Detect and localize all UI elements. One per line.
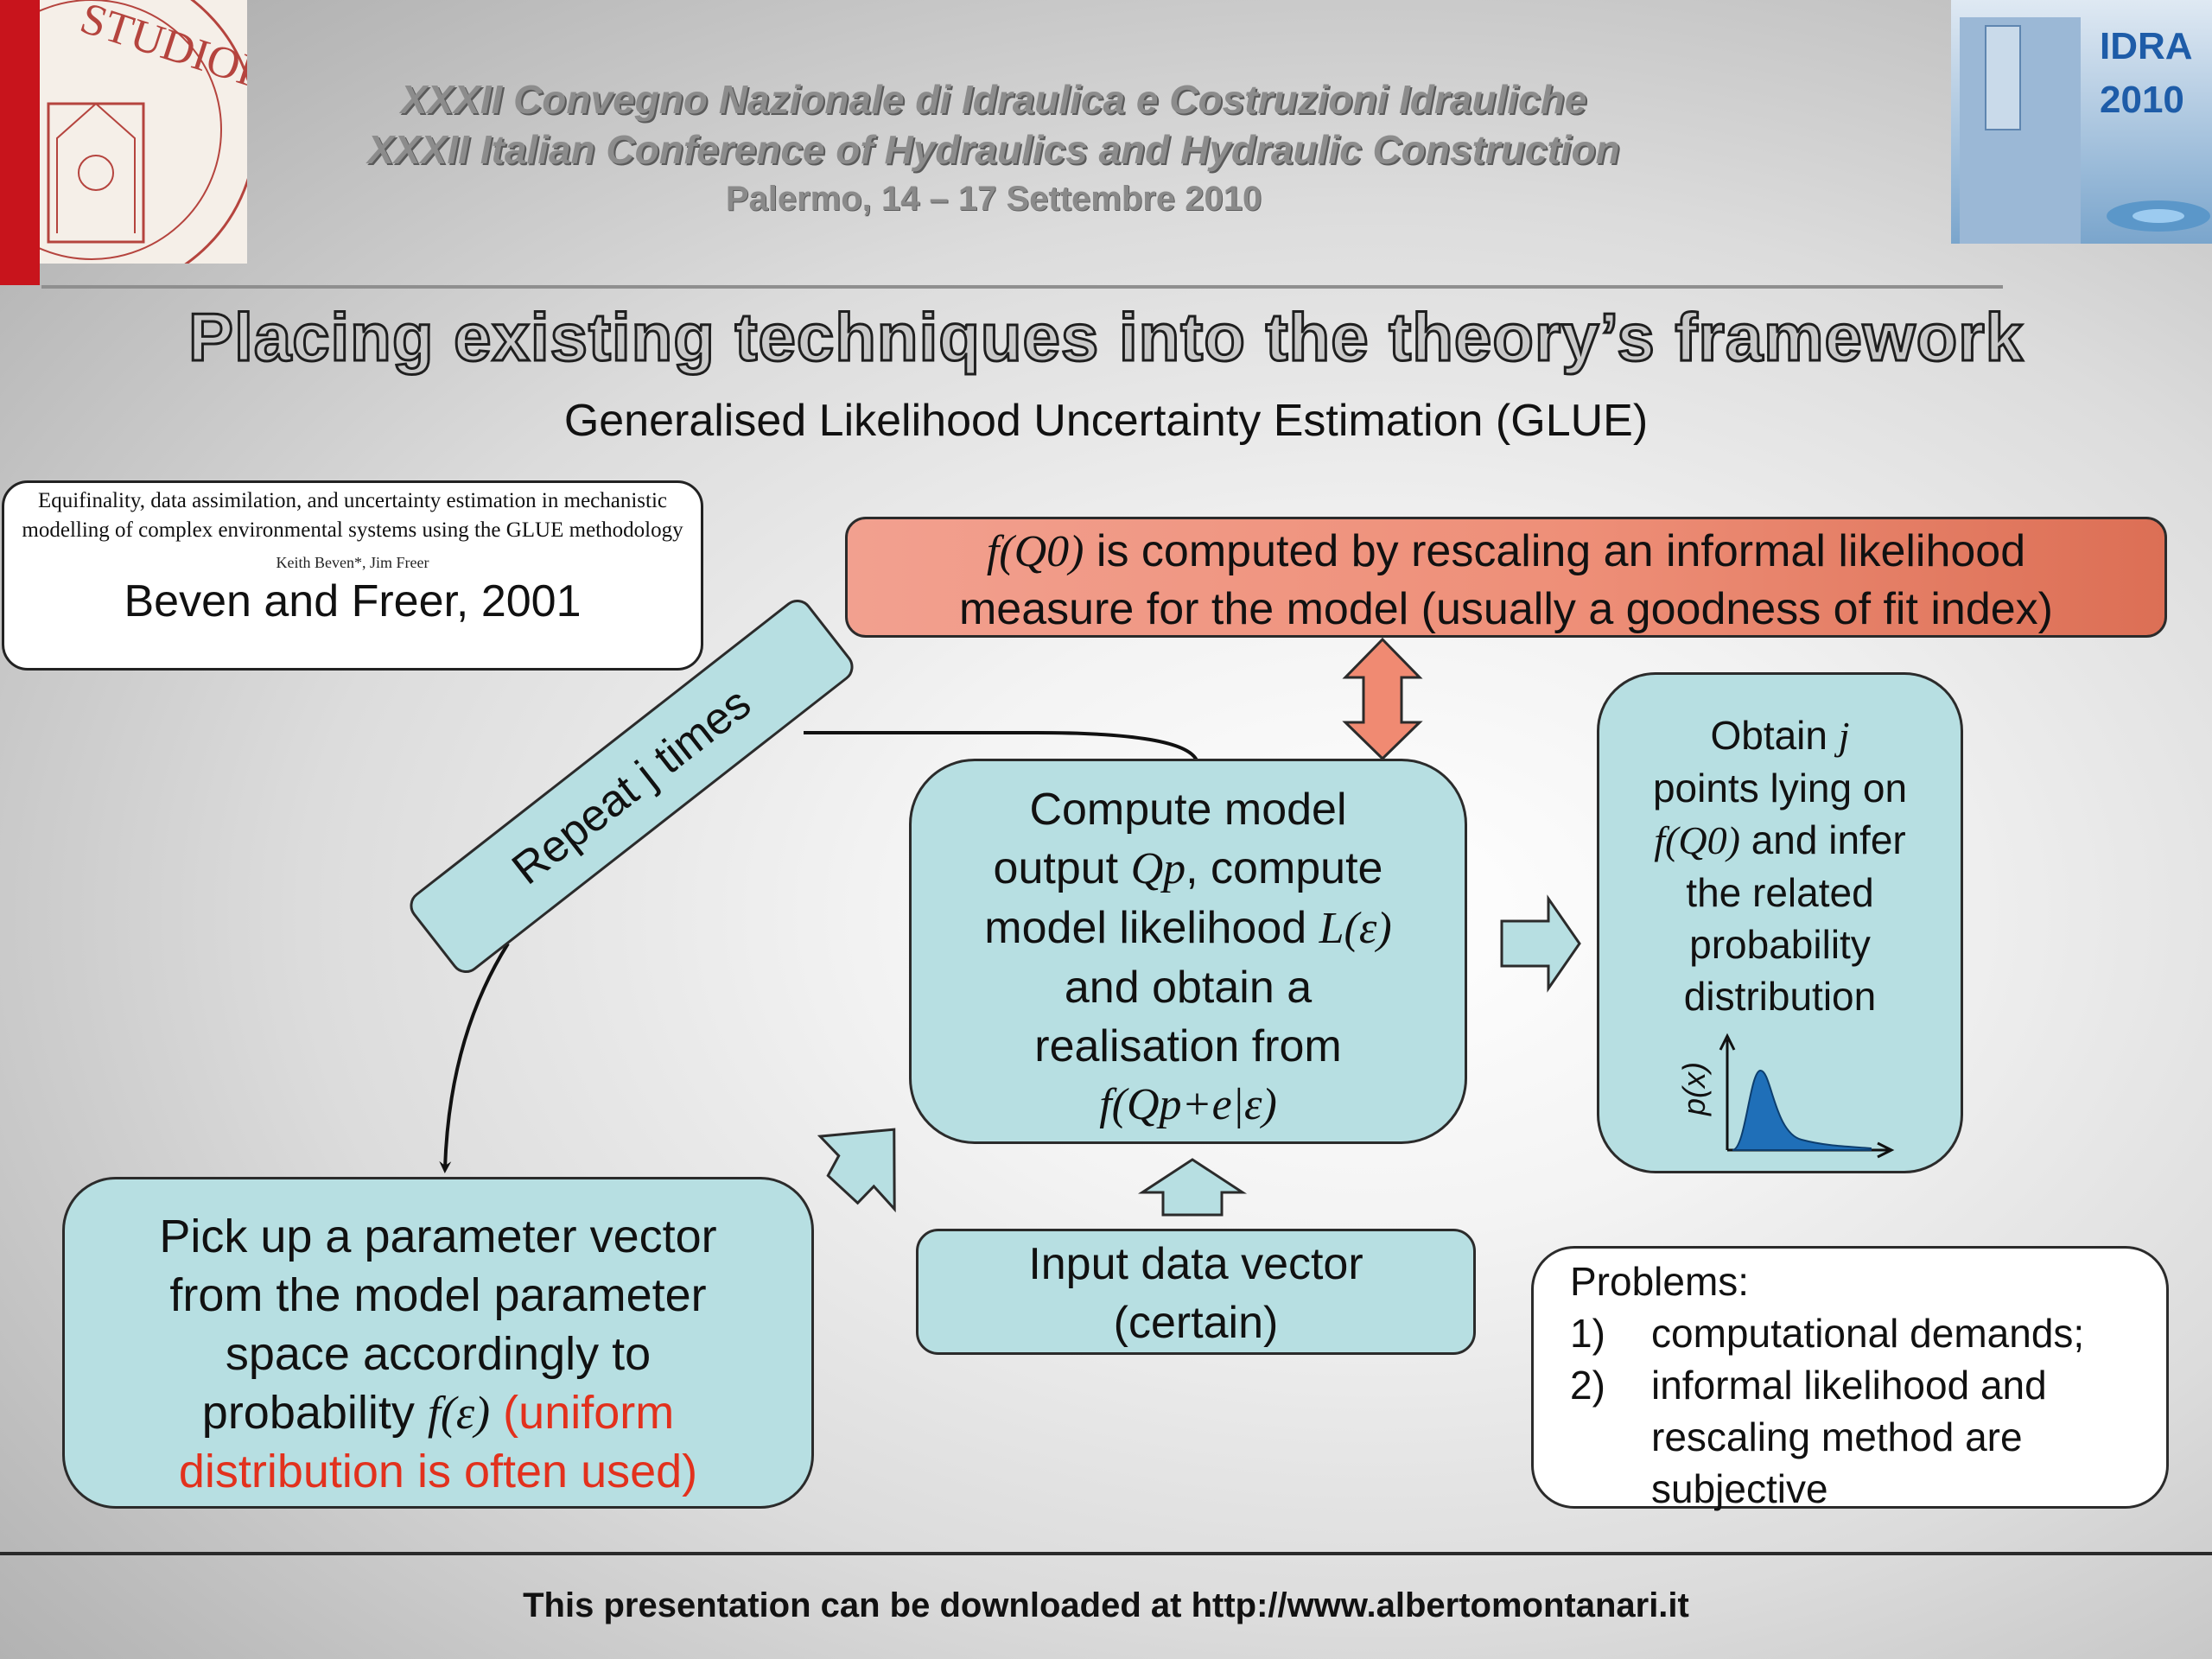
input-data-vector-box: Input data vector (certain)	[916, 1229, 1476, 1355]
problem-item: 2) informal likelihood and rescaling met…	[1570, 1359, 2166, 1515]
obtain-points-box: Obtain j points lying on f(Q0) and infer…	[1597, 672, 1963, 1173]
double-arrow	[1345, 639, 1420, 759]
compute-to-obtain-arrow	[1502, 899, 1580, 988]
pick-parameter-vector-box: Pick up a parameter vector from the mode…	[62, 1177, 814, 1509]
likelihood-line-2: measure for the model (usually a goodnes…	[848, 581, 2164, 638]
repeat-to-compute-line	[804, 733, 1197, 760]
math-fq0-2: f(Q0)	[1654, 818, 1740, 862]
compute-model-box: Compute model output Qp, compute model l…	[909, 759, 1467, 1144]
math-fq0: f(Q0)	[987, 527, 1084, 576]
likelihood-rescaling-box: f(Q0) is computed by rescaling an inform…	[845, 517, 2167, 638]
math-j: j	[1839, 714, 1850, 758]
footer-divider	[0, 1552, 2212, 1555]
input-to-compute-arrow	[1142, 1160, 1243, 1215]
repeat-to-pick-arrow	[445, 944, 508, 1168]
problems-heading: Problems:	[1570, 1255, 2166, 1307]
math-f-epsilon: f(ε)	[428, 1387, 490, 1439]
problems-box: Problems: 1) computational demands; 2) i…	[1531, 1246, 2169, 1509]
pick-to-compute-arrow	[820, 1129, 899, 1214]
plot-ylabel: p(x)	[1676, 1062, 1712, 1116]
footer-download-note: This presentation can be downloaded at h…	[0, 1586, 2212, 1625]
problem-item: 1) computational demands;	[1570, 1307, 2166, 1359]
likelihood-line-1: f(Q0) is computed by rescaling an inform…	[848, 523, 2164, 581]
math-realisation: f(Qp+e|ε)	[912, 1076, 1465, 1135]
math-qp: Qp	[1131, 844, 1186, 893]
distribution-sketch: p(x)	[1663, 1029, 1897, 1167]
math-likelihood: L(ε)	[1319, 904, 1392, 953]
uniform-distribution-note: distribution is often used)	[65, 1442, 811, 1501]
